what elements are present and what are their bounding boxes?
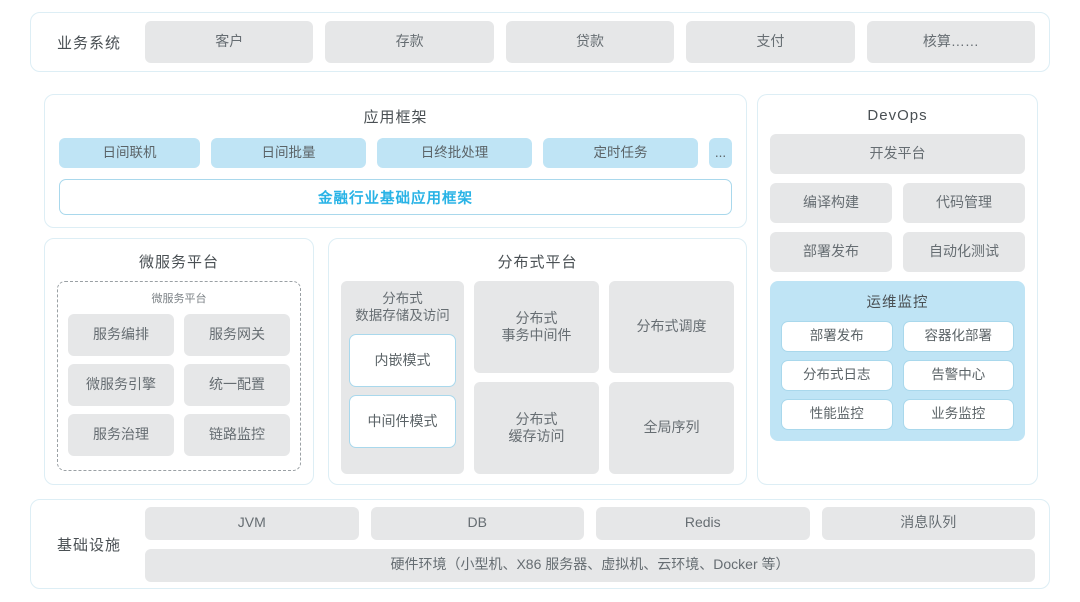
infrastructure-panel: 基础设施 JVM DB Redis 消息队列 硬件环境（小型机、X86 服务器、… xyxy=(30,499,1050,589)
infrastructure-item[interactable]: Redis xyxy=(596,506,810,540)
microservice-item[interactable]: 服务治理 xyxy=(68,414,174,456)
microservice-item[interactable]: 链路监控 xyxy=(184,414,290,456)
business-system-item[interactable]: 核算…… xyxy=(866,21,1036,63)
ops-monitoring-item[interactable]: 容器化部署 xyxy=(902,321,1014,352)
application-framework-title: 应用框架 xyxy=(363,109,428,126)
distributed-right-column: 分布式调度 全局序列 xyxy=(609,281,734,474)
business-system-item[interactable]: 支付 xyxy=(686,21,855,63)
infrastructure-row: JVM DB Redis 消息队列 xyxy=(145,506,1035,540)
distributed-item[interactable]: 分布式 缓存访问 xyxy=(474,382,599,474)
distributed-storage-mode[interactable]: 中间件模式 xyxy=(349,394,456,448)
business-system-item[interactable]: 贷款 xyxy=(505,21,675,63)
ops-monitoring-item[interactable]: 性能监控 xyxy=(781,399,893,430)
devops-pair-row: 部署发布 自动化测试 xyxy=(770,232,1025,272)
devops-title: DevOps xyxy=(867,107,928,124)
ops-monitoring-item[interactable]: 业务监控 xyxy=(902,399,1014,430)
business-systems-panel: 业务系统 客户 存款 贷款 支付 核算…… xyxy=(30,12,1050,72)
microservice-platform-inner-label: 微服务平台 xyxy=(151,293,207,305)
infrastructure-label: 基础设施 xyxy=(56,536,121,554)
app-framework-chip[interactable]: 日间批量 xyxy=(211,138,366,168)
ops-monitoring-grid: 部署发布 容器化部署 分布式日志 告警中心 性能监控 业务监控 xyxy=(781,321,1014,430)
distributed-storage-card[interactable]: 分布式 数据存储及访问 内嵌模式 中间件模式 xyxy=(341,281,464,474)
microservice-item[interactable]: 服务编排 xyxy=(68,314,174,356)
microservice-platform-grid: 服务编排 服务网关 微服务引擎 统一配置 服务治理 链路监控 xyxy=(68,314,290,456)
distributed-platform-title: 分布式平台 xyxy=(497,254,578,271)
distributed-item[interactable]: 分布式 事务中间件 xyxy=(474,281,599,373)
infrastructure-item[interactable]: JVM xyxy=(145,506,359,540)
app-framework-chip[interactable]: 定时任务 xyxy=(543,138,698,168)
devops-panel: DevOps 开发平台 编译构建 代码管理 部署发布 自动化测试 运维监控 部署… xyxy=(757,94,1038,485)
microservice-platform-inner-box: 微服务平台 服务编排 服务网关 微服务引擎 统一配置 服务治理 链路监控 xyxy=(57,281,301,471)
distributed-item[interactable]: 分布式调度 xyxy=(609,281,734,373)
app-framework-chip-more[interactable]: ... xyxy=(709,138,732,168)
distributed-platform-body: 分布式 数据存储及访问 内嵌模式 中间件模式 分布式 事务中间件 分布式 缓存访… xyxy=(341,281,734,474)
application-framework-panel: 应用框架 日间联机 日间批量 日终批处理 定时任务 ... 金融行业基础应用框架 xyxy=(44,94,747,228)
microservice-platform-panel: 微服务平台 微服务平台 服务编排 服务网关 微服务引擎 统一配置 服务治理 链路… xyxy=(44,238,314,485)
business-systems-label: 业务系统 xyxy=(56,34,121,52)
microservice-item[interactable]: 微服务引擎 xyxy=(68,364,174,406)
ops-monitoring-panel: 运维监控 部署发布 容器化部署 分布式日志 告警中心 性能监控 业务监控 xyxy=(770,281,1025,441)
infrastructure-item[interactable]: DB xyxy=(370,506,584,540)
business-system-item[interactable]: 存款 xyxy=(325,21,494,63)
financial-base-framework-bar[interactable]: 金融行业基础应用框架 xyxy=(59,179,732,215)
devops-pair-row: 编译构建 代码管理 xyxy=(770,183,1025,223)
devops-item[interactable]: 编译构建 xyxy=(770,183,892,223)
devops-stack: 开发平台 编译构建 代码管理 部署发布 自动化测试 xyxy=(770,134,1025,272)
business-system-item[interactable]: 客户 xyxy=(145,21,314,63)
application-framework-chip-row: 日间联机 日间批量 日终批处理 定时任务 ... xyxy=(59,138,732,168)
distributed-storage-title-line1: 分布式 xyxy=(382,291,423,306)
app-framework-chip[interactable]: 日终批处理 xyxy=(377,138,532,168)
ops-monitoring-item[interactable]: 告警中心 xyxy=(902,360,1014,391)
distributed-storage-title: 分布式 数据存储及访问 xyxy=(349,291,456,325)
infrastructure-content: JVM DB Redis 消息队列 硬件环境（小型机、X86 服务器、虚拟机、云… xyxy=(145,506,1035,582)
ops-monitoring-item[interactable]: 分布式日志 xyxy=(781,360,893,391)
distributed-storage-column: 分布式 数据存储及访问 内嵌模式 中间件模式 xyxy=(341,281,464,474)
microservice-item[interactable]: 统一配置 xyxy=(184,364,290,406)
distributed-middle-column: 分布式 事务中间件 分布式 缓存访问 xyxy=(474,281,599,474)
distributed-storage-title-line2: 数据存储及访问 xyxy=(355,307,450,323)
ops-monitoring-item[interactable]: 部署发布 xyxy=(781,321,893,352)
devops-item[interactable]: 自动化测试 xyxy=(903,232,1025,272)
distributed-item[interactable]: 全局序列 xyxy=(609,382,734,474)
infrastructure-item[interactable]: 消息队列 xyxy=(821,506,1035,540)
ops-monitoring-title: 运维监控 xyxy=(866,295,929,311)
distributed-storage-mode[interactable]: 内嵌模式 xyxy=(349,333,456,387)
hardware-environment-bar[interactable]: 硬件环境（小型机、X86 服务器、虚拟机、云环境、Docker 等） xyxy=(145,548,1035,582)
devops-dev-platform[interactable]: 开发平台 xyxy=(770,134,1025,174)
devops-item[interactable]: 代码管理 xyxy=(903,183,1025,223)
app-framework-chip[interactable]: 日间联机 xyxy=(59,138,200,168)
microservice-item[interactable]: 服务网关 xyxy=(184,314,290,356)
devops-item[interactable]: 部署发布 xyxy=(770,232,892,272)
microservice-platform-title: 微服务平台 xyxy=(138,254,219,271)
distributed-platform-panel: 分布式平台 分布式 数据存储及访问 内嵌模式 中间件模式 分布式 事务中间件 分… xyxy=(328,238,747,485)
